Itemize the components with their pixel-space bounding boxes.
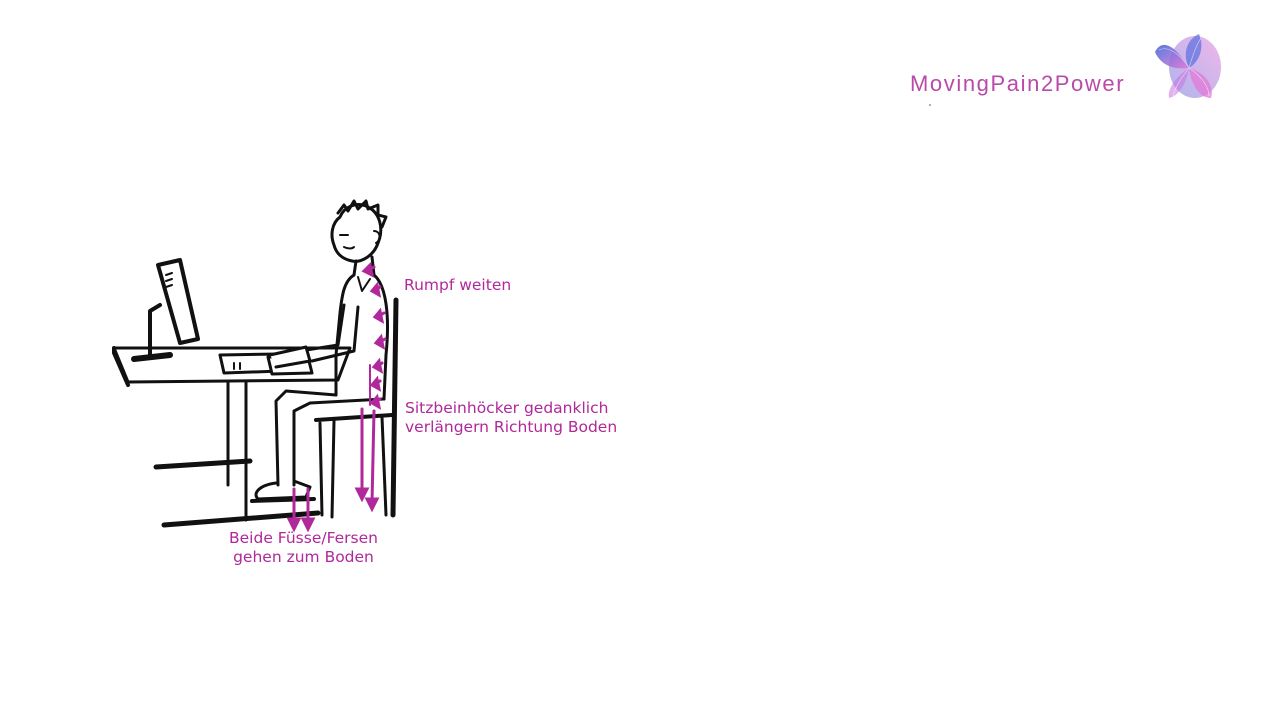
fan-swirl-logo-icon <box>1155 34 1221 98</box>
feet-label-line1: Beide Füsse/Fersen <box>229 529 378 547</box>
brand-dot <box>929 104 931 106</box>
feet-label-line2: gehen zum Boden <box>233 548 374 566</box>
sit-bones-label-line1: Sitzbeinhöcker gedanklich <box>405 399 609 417</box>
trunk-label: Rumpf weiten <box>404 276 511 295</box>
sit-bones-label-line2: verlängern Richtung Boden <box>405 418 618 436</box>
brand-name: MovingPain2Power <box>910 71 1126 96</box>
sit-bones-label: Sitzbeinhöcker gedanklich verlängern Ric… <box>405 399 617 437</box>
brand-header: MovingPain2Power <box>905 30 1235 110</box>
trunk-label-text: Rumpf weiten <box>404 276 512 294</box>
person-sitting-at-desk-icon <box>112 199 399 533</box>
feet-label: Beide Füsse/Fersen gehen zum Boden <box>229 529 378 567</box>
